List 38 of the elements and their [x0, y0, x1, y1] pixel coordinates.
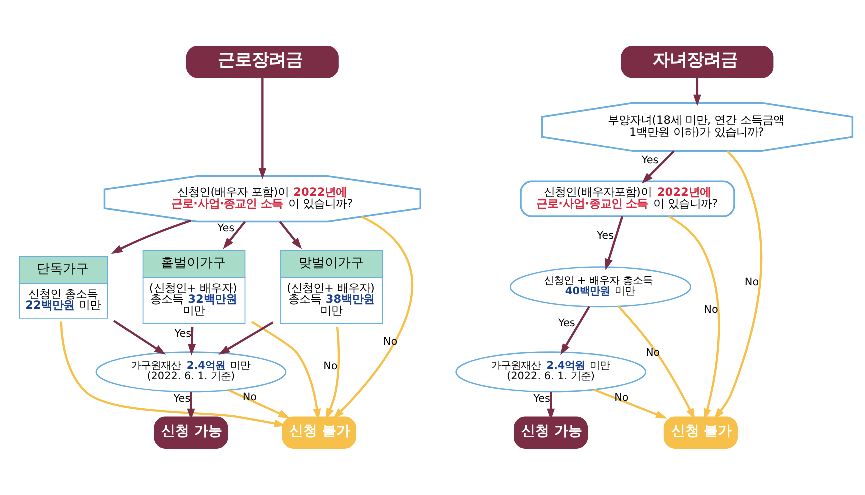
edge-label: Yes	[534, 392, 551, 405]
arrow	[693, 78, 702, 106]
arrow	[60, 322, 286, 428]
edge-label: No	[704, 304, 718, 316]
node-box: 신청 불가	[664, 416, 738, 449]
node-box: 신청 불가	[282, 416, 356, 449]
arrow	[326, 327, 340, 420]
node-ellipse: 가구원재산 2.4억원 미만 (2022. 6. 1. 기준)	[456, 352, 647, 393]
node-box: 근로장려금	[186, 46, 339, 78]
arrow	[218, 322, 274, 355]
arrow	[188, 327, 196, 356]
arrow	[258, 78, 267, 180]
arrow	[223, 221, 246, 250]
arrow	[114, 320, 166, 355]
arrow	[279, 221, 302, 250]
edge-label: No	[744, 276, 760, 288]
node-box: 신청 가능	[514, 416, 588, 449]
arrow	[605, 216, 624, 270]
edge-label: Yes	[174, 328, 192, 340]
node-box: 자녀장려금	[621, 46, 774, 78]
arrow	[714, 150, 763, 420]
edge-label: Yes	[558, 318, 576, 330]
edge-label: Yes	[642, 154, 659, 166]
edge-label: No	[324, 360, 338, 373]
arrow	[594, 388, 668, 419]
arrow	[560, 306, 590, 356]
node-ellipse: 신청인 + 배우자 총소득 40백만원 미만	[510, 266, 692, 308]
node-ellipse: 가구원재산 2.4억원 미만 (2022. 6. 1. 기준)	[96, 352, 287, 393]
arrow	[251, 321, 322, 420]
arrow	[228, 389, 290, 418]
arrow	[333, 216, 414, 420]
arrow	[642, 150, 676, 184]
node-box: 신청인(배우자포함)이 2022년에 근로·사업·종교인 소득이 있습니까?	[520, 180, 736, 218]
arrow	[111, 220, 192, 254]
node-box: 신청 가능	[154, 416, 228, 449]
edge-label: Yes	[218, 222, 235, 234]
arrow	[618, 306, 696, 420]
edge-label: Yes	[597, 230, 614, 242]
